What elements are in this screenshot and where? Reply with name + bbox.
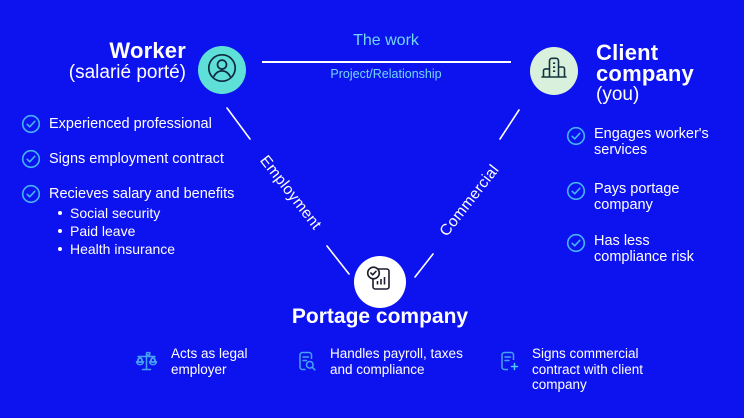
commercial-edge-label: Commercial: [436, 161, 503, 240]
person-icon: [198, 44, 246, 97]
work-relationship-subtitle: Project/Relationship: [330, 67, 442, 81]
portage-role-item: Handles payroll, taxes and compliance: [293, 346, 482, 379]
benefit-detail-row: Social security: [58, 204, 175, 222]
work-relationship-title: The work: [353, 32, 419, 49]
worker-benefit-label: Recieves salary and benefits: [49, 186, 235, 202]
bullet-dot: [58, 211, 62, 215]
portage-title: Portage company: [291, 305, 469, 328]
worker-subtitle: (salarié porté): [68, 62, 186, 83]
client-avatar: [530, 47, 578, 95]
worker-benefit-row: Experienced professional: [21, 114, 212, 139]
scales-icon: [133, 346, 160, 380]
portage-role-item: Signs commercial contract with client co…: [495, 346, 668, 393]
worker-benefit-row: Signs employment contract: [21, 149, 224, 174]
portage-avatar: [354, 256, 406, 308]
check-circle-icon: [21, 149, 41, 174]
benefit-detail-label: Social security: [70, 205, 161, 221]
worker-title: Worker: [109, 38, 186, 63]
check-circle-icon: [566, 126, 586, 151]
benefit-detail-label: Health insurance: [70, 241, 176, 257]
worker-avatar: [198, 46, 246, 94]
worker-benefit-details: Social security Paid leave Health insura…: [58, 204, 175, 258]
building-icon: [530, 45, 578, 98]
client-benefit-row: Has less compliance risk: [566, 233, 731, 265]
benefit-detail-row: Health insurance: [58, 240, 175, 258]
check-circle-icon: [21, 114, 41, 139]
contract-plus-icon: [495, 346, 521, 379]
client-benefit-label: Pays portage company: [594, 181, 680, 213]
bullet-dot: [58, 229, 62, 233]
client-benefit-label: Engages worker's services: [594, 126, 709, 158]
portage-role-label: Acts as legal employer: [171, 346, 248, 377]
client-subtitle: (you): [596, 84, 640, 105]
client-title: Client company: [596, 40, 694, 86]
benefit-detail-label: Paid leave: [70, 223, 136, 239]
benefit-detail-row: Paid leave: [58, 222, 175, 240]
portage-role-item: Acts as legal employer: [133, 346, 267, 380]
bullet-dot: [58, 247, 62, 251]
worker-benefit-label: Signs employment contract: [49, 151, 224, 167]
portage-role-label: Handles payroll, taxes and compliance: [330, 346, 463, 377]
check-circle-icon: [21, 184, 41, 209]
worker-benefit-row: Recieves salary and benefits: [21, 184, 234, 209]
worker-benefit-label: Experienced professional: [49, 116, 212, 132]
client-benefit-row: Pays portage company: [566, 181, 726, 213]
portage-role-label: Signs commercial contract with client co…: [532, 346, 644, 392]
client-benefit-row: Engages worker's services: [566, 126, 738, 158]
check-circle-icon: [566, 233, 586, 258]
payroll-doc-icon: [293, 346, 319, 379]
client-benefit-label: Has less compliance risk: [594, 233, 694, 265]
client-section-title: Client company (you): [596, 42, 726, 106]
worker-section-title: Worker (salarié porté): [28, 40, 186, 84]
employment-edge-label: Employment: [256, 152, 325, 234]
check-circle-icon: [566, 181, 586, 206]
report-check-icon: [354, 254, 406, 311]
